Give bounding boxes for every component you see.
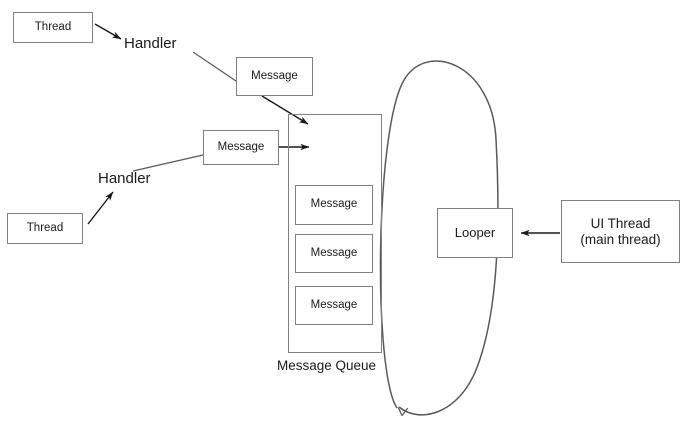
node-thread-bottom-label: Thread [26, 221, 64, 234]
node-ui-thread-label: UI Thread (main thread) [580, 215, 661, 247]
node-message-top-label: Message [251, 69, 298, 82]
node-message-top[interactable]: Message [236, 57, 313, 96]
node-looper-label: Looper [454, 225, 496, 241]
connector-handler-bottom-to-message [132, 154, 204, 172]
label-message-queue-caption: Message Queue [277, 358, 377, 373]
node-message-mid-label: Message [217, 140, 265, 153]
label-handler-bottom: Handler [98, 170, 151, 187]
label-handler-top: Handler [124, 35, 177, 52]
node-queue-message-1-label: Message [310, 198, 358, 211]
connector-thread-bottom-to-handler [87, 191, 114, 225]
connector-handler-top-to-message [192, 51, 237, 82]
node-looper[interactable]: Looper [437, 208, 513, 258]
node-thread-bottom[interactable]: Thread [7, 213, 83, 244]
node-thread-top-label: Thread [34, 20, 72, 33]
node-thread-top[interactable]: Thread [13, 12, 93, 43]
node-queue-message-3[interactable]: Message [295, 286, 373, 325]
node-message-mid[interactable]: Message [203, 130, 279, 165]
node-queue-message-1[interactable]: Message [295, 185, 373, 225]
message-queue-container [288, 114, 382, 353]
node-queue-message-2[interactable]: Message [295, 234, 373, 273]
node-queue-message-2-label: Message [310, 246, 358, 259]
connector-message-top-to-queue [261, 95, 309, 125]
node-queue-message-3-label: Message [310, 298, 358, 311]
node-ui-thread[interactable]: UI Thread (main thread) [561, 200, 680, 263]
connector-thread-top-to-handler [94, 23, 122, 40]
